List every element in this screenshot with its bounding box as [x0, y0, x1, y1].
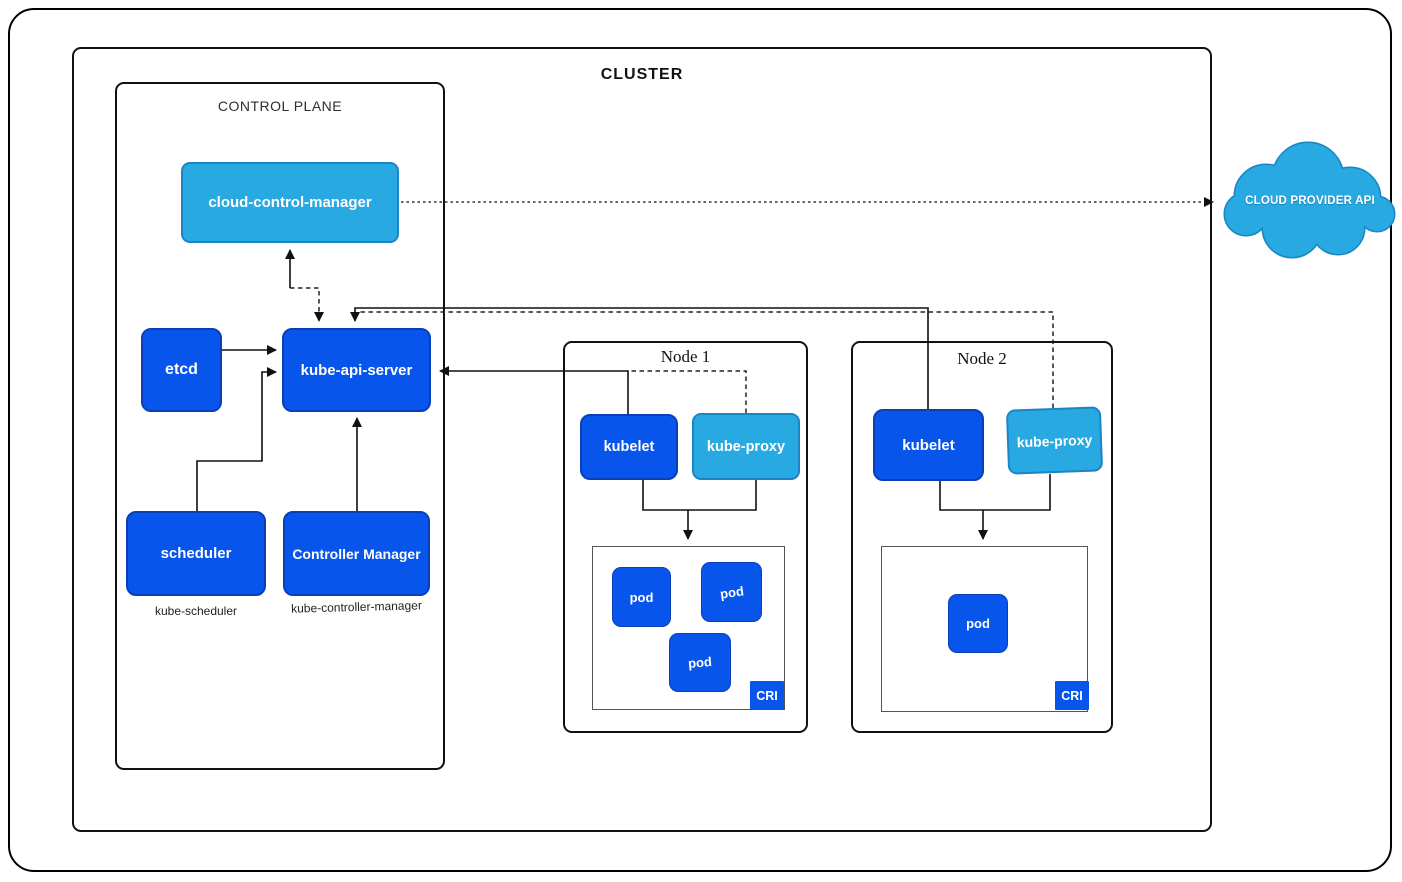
kube-api-server-box: kube-api-server — [282, 328, 431, 412]
node-2-title: Node 2 — [957, 349, 1007, 368]
cloud-provider-api-label: CLOUD PROVIDER API — [1245, 195, 1375, 207]
kubelet-box: kubelet — [873, 409, 984, 481]
pod-box: pod — [948, 594, 1008, 653]
cloud-control-manager-box: cloud-control-manager — [181, 162, 399, 243]
pod-box: pod — [669, 633, 731, 692]
cri-badge: CRI — [750, 681, 784, 710]
controller-manager-box: Controller Manager — [283, 511, 430, 596]
kubelet-box: kubelet — [580, 414, 678, 480]
scheduler-box: scheduler — [126, 511, 266, 596]
node-1-title: Node 1 — [660, 347, 711, 366]
pod-label: pod — [687, 653, 713, 672]
pod-box: pod — [612, 567, 671, 627]
control-plane-title: CONTROL PLANE — [217, 98, 343, 114]
pod-box: pod — [701, 562, 762, 622]
kube-proxy-box: kube-proxy — [1005, 406, 1104, 475]
scheduler-sublabel: kube-scheduler — [154, 604, 238, 618]
cluster-title: CLUSTER — [600, 66, 684, 83]
kube-proxy-box: kube-proxy — [692, 413, 800, 480]
pod-label: pod — [718, 582, 745, 602]
cri-badge: CRI — [1055, 681, 1089, 710]
etcd-box: etcd — [141, 328, 222, 412]
